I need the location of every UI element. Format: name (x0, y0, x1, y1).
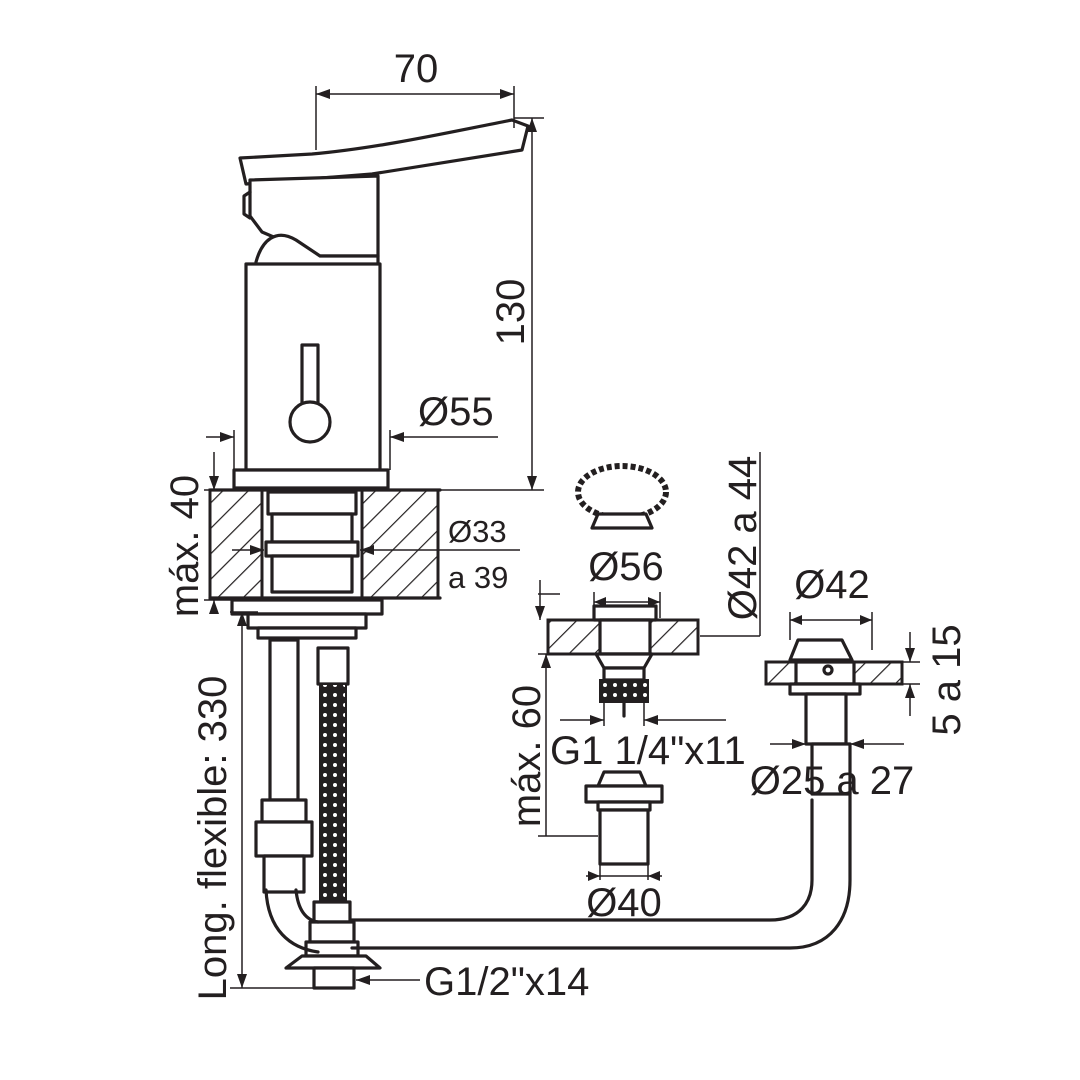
label-width-70: 70 (394, 47, 439, 91)
popup-knob (575, 463, 669, 530)
label-height-130: 130 (489, 279, 533, 346)
countertop-main (208, 488, 442, 640)
label-thread-g114: G1 1/4"x11 (550, 729, 746, 773)
popup-nut (584, 770, 664, 866)
countertop-popup (546, 604, 700, 718)
label-max-60: máx. 60 (505, 685, 549, 827)
flexible-hoses (254, 638, 382, 990)
faucet-body (232, 118, 530, 490)
connecting-pipe (350, 788, 852, 950)
label-diam-56: Ø56 (588, 545, 664, 589)
label-diam-33: Ø33 (448, 514, 507, 549)
indicator-slot (300, 343, 320, 409)
label-thread-g12: G1/2"x14 (424, 960, 589, 1004)
dimension-lines (204, 86, 920, 989)
label-diam-42-44: Ø42 a 44 (721, 456, 765, 621)
label-diam-42: Ø42 (794, 563, 870, 607)
label-a-39: a 39 (448, 560, 508, 595)
label-flexible-330: Long. flexible: 330 (191, 676, 235, 1001)
label-diam-55: Ø55 (418, 390, 494, 434)
lift-rod-assembly (764, 638, 904, 796)
label-max-40: máx. 40 (163, 475, 207, 617)
label-diam-25-27: Ø25 a 27 (750, 759, 915, 803)
dimension-labels: 70 130 Ø55 máx. 40 Ø33 a 39 Long. flexib… (163, 47, 969, 1004)
lever-handle (238, 118, 530, 186)
indicator-knob (288, 400, 332, 444)
base-flange (232, 468, 390, 490)
bottom-outlet (312, 966, 356, 990)
label-range-5-15: 5 a 15 (925, 624, 969, 735)
label-diam-40: Ø40 (586, 881, 662, 925)
faucet-neck (254, 233, 380, 268)
